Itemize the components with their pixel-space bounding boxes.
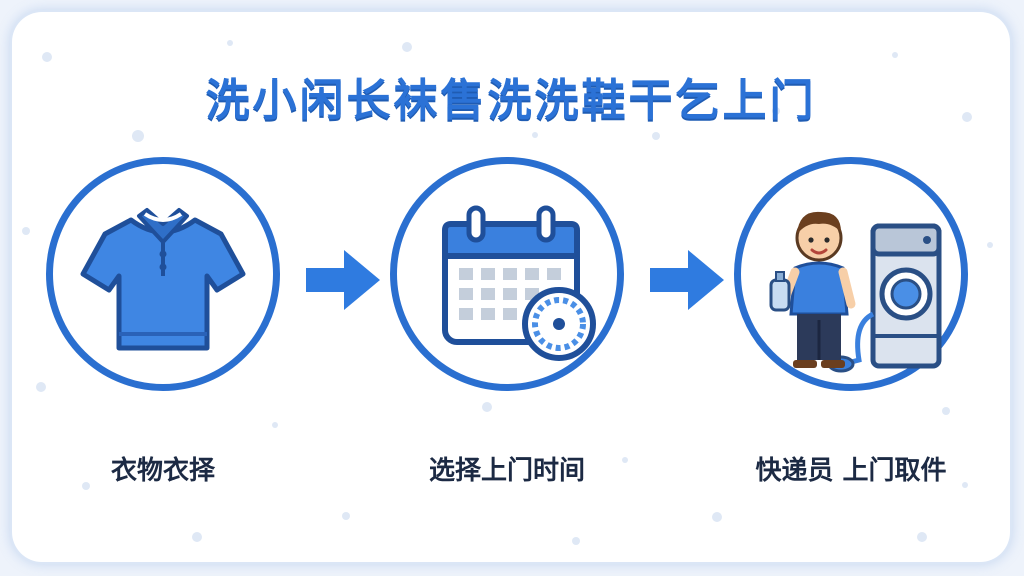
step-1-circle (46, 157, 280, 391)
polo-shirt-icon (80, 208, 246, 351)
calendar-clock-icon (442, 205, 596, 361)
arrow-1-icon (306, 250, 380, 310)
courier-washing-machine-icon (769, 211, 942, 373)
arrow-2-icon (650, 250, 724, 310)
step-3-circle (734, 157, 968, 391)
step-2-label: 选择上门时间 (428, 456, 585, 486)
step-2-circle (390, 157, 624, 391)
step-1-label: 衣物衣择 (110, 456, 215, 486)
poster-frame: 洗小闲长袜售洗洗鞋干乞上门 (12, 12, 1010, 562)
page-title: 洗小闲长袜售洗洗鞋干乞上门 (205, 75, 817, 126)
step-3-label: 快递员 上门取件 (755, 456, 947, 486)
